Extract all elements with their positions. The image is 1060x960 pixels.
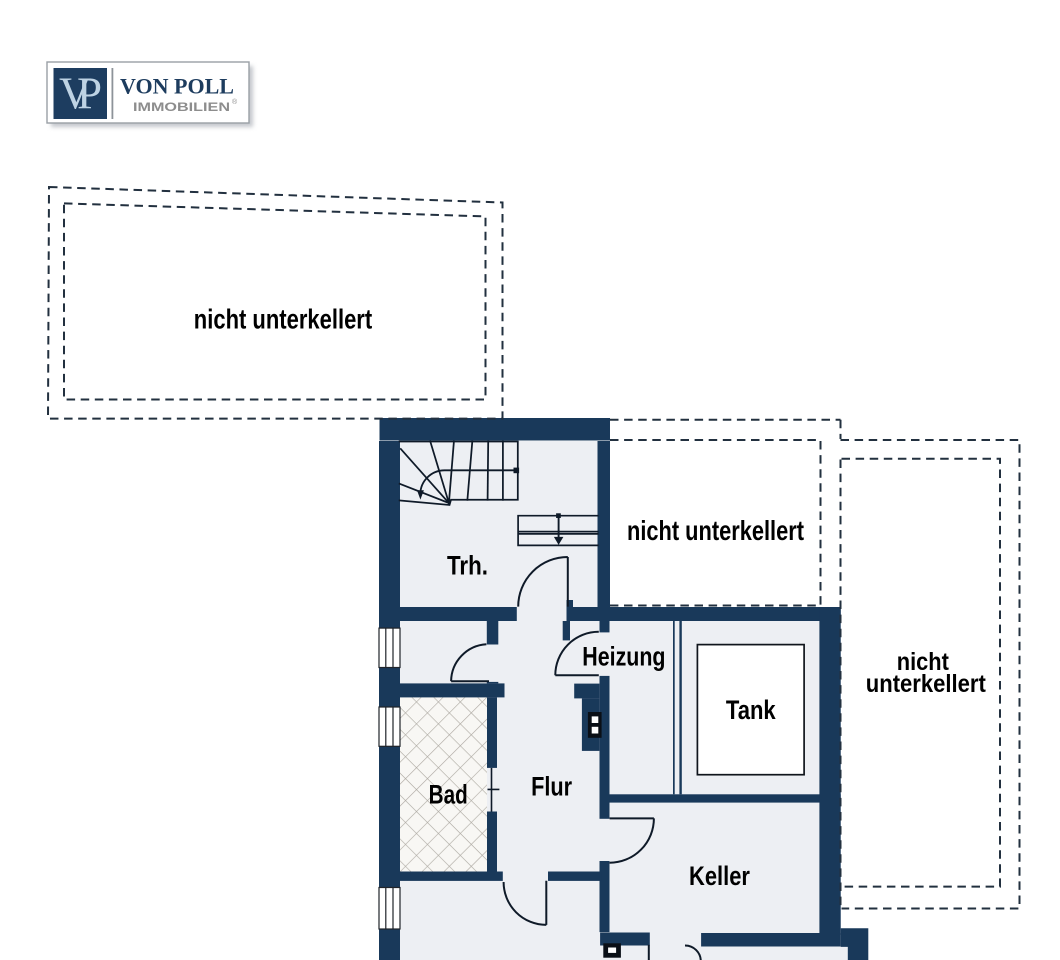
svg-text:Tank: Tank — [726, 695, 777, 725]
svg-text:P: P — [77, 69, 102, 119]
svg-text:Trh.: Trh. — [447, 551, 488, 581]
svg-text:Heizung: Heizung — [582, 642, 665, 672]
svg-text:nicht unterkellert: nicht unterkellert — [627, 515, 804, 546]
svg-text:unterkellert: unterkellert — [866, 670, 987, 698]
svg-text:VON POLL: VON POLL — [120, 74, 234, 99]
svg-text:nicht: nicht — [897, 648, 950, 676]
svg-text:Flur: Flur — [531, 772, 572, 802]
svg-text:Bad: Bad — [429, 780, 468, 810]
svg-text:®: ® — [232, 98, 238, 106]
svg-text:V: V — [59, 69, 92, 119]
svg-text:Keller: Keller — [689, 861, 750, 891]
svg-text:IMMOBILIEN: IMMOBILIEN — [133, 102, 230, 114]
svg-text:nicht unterkellert: nicht unterkellert — [194, 304, 372, 335]
